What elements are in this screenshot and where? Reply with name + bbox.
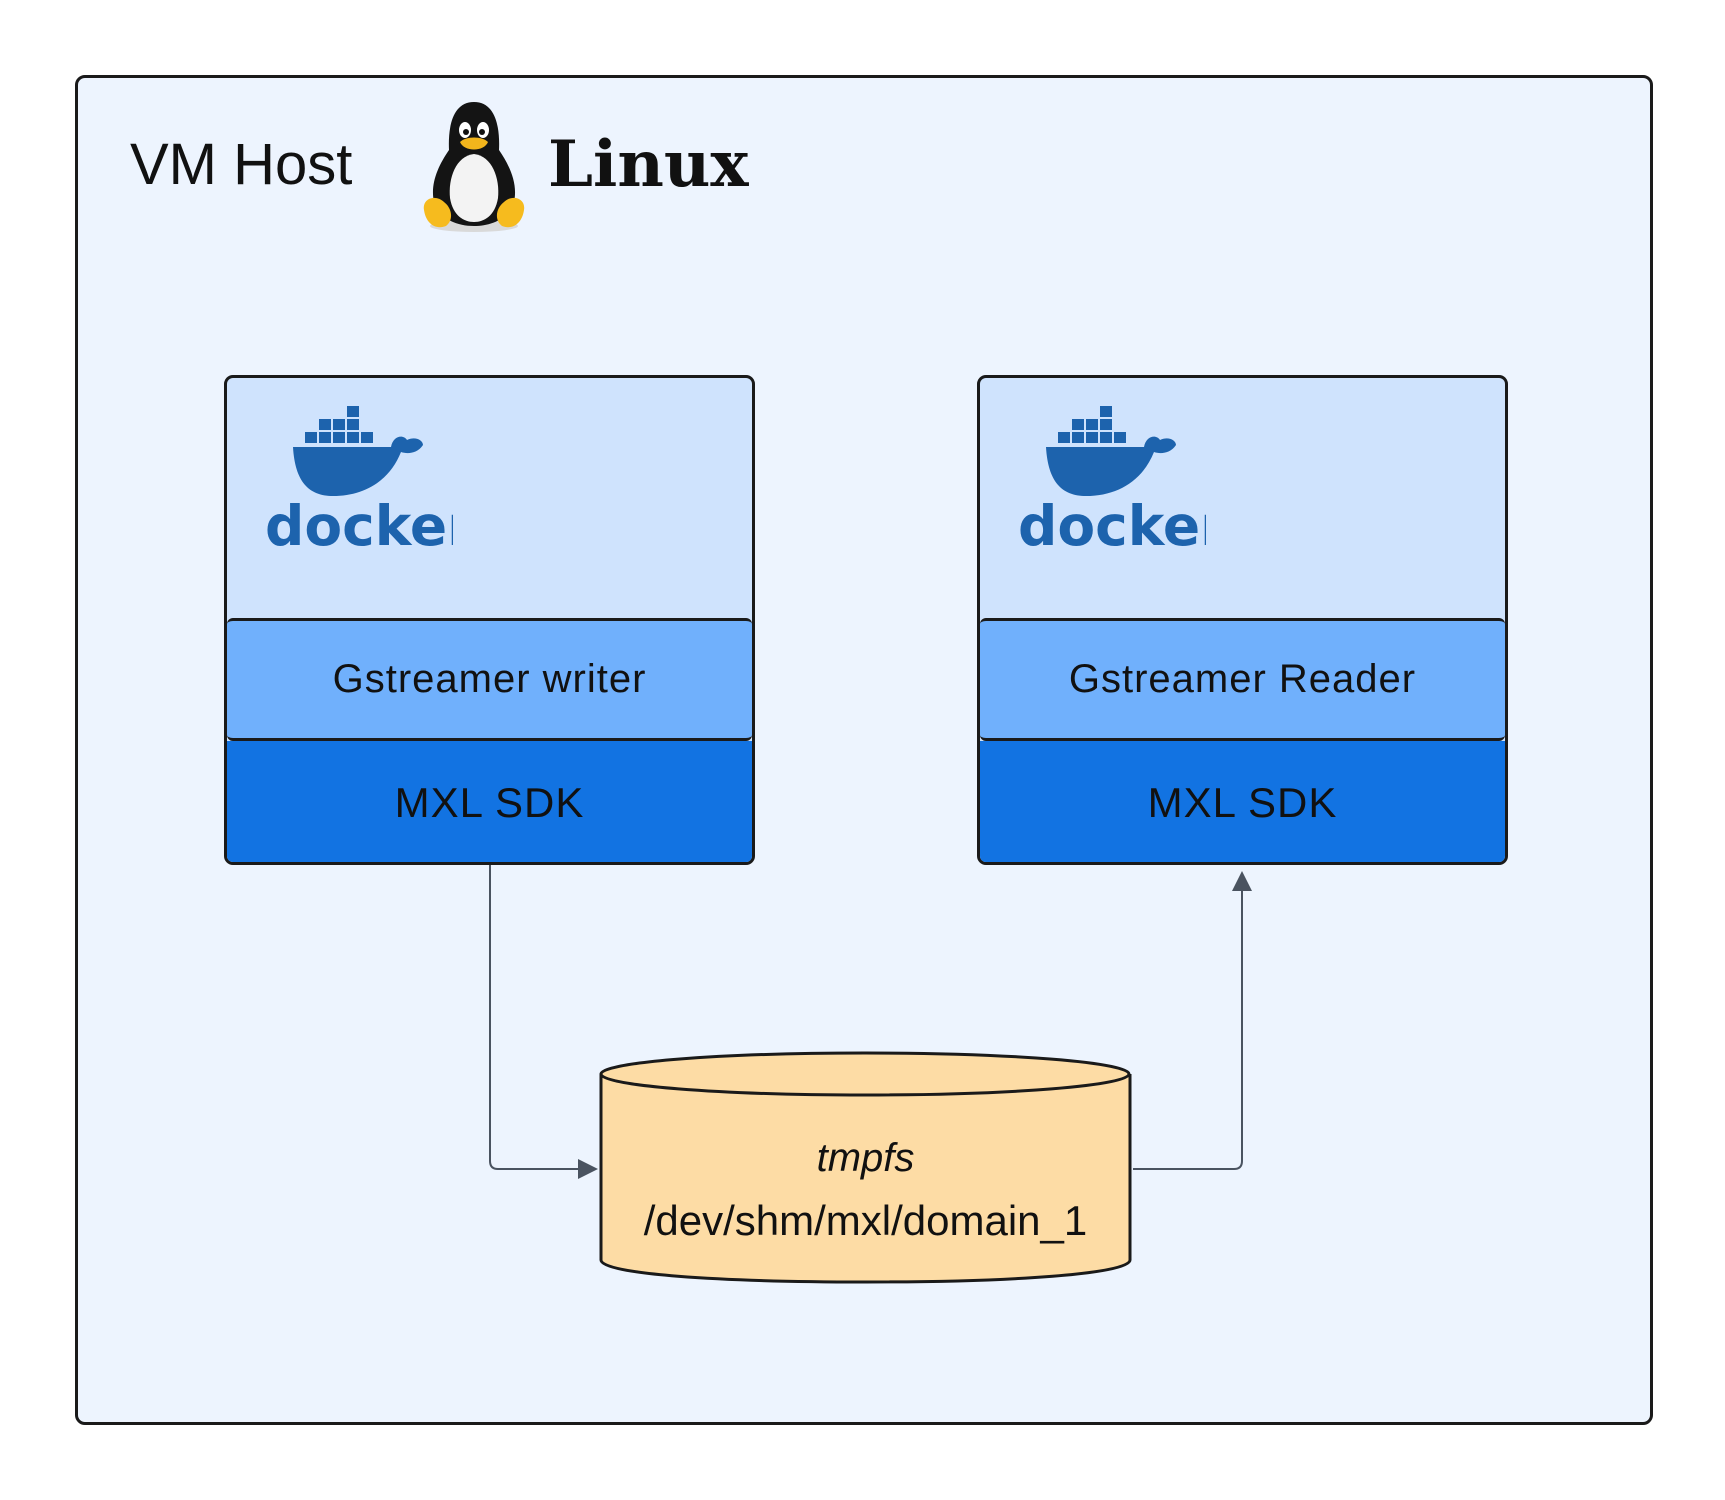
docker-wordmark: docker xyxy=(1018,494,1206,555)
gstreamer-writer-layer: Gstreamer writer xyxy=(227,618,752,741)
reader-docker-container: docker Gstreamer Reader MXL SDK xyxy=(977,375,1508,865)
linux-label: Linux xyxy=(548,127,749,202)
docker-logo-icon: docker xyxy=(265,406,453,555)
reader-mxl-sdk-layer: MXL SDK xyxy=(980,741,1505,862)
tmpfs-to-reader-connector xyxy=(1133,871,1252,1170)
storage-path-label: /dev/shm/mxl/domain_1 xyxy=(643,1197,1088,1244)
gstreamer-reader-layer: Gstreamer Reader xyxy=(980,618,1505,741)
tux-penguin-icon xyxy=(423,102,525,232)
docker-logo-icon: docker xyxy=(1018,406,1206,555)
docker-wordmark: docker xyxy=(265,494,453,555)
writer-docker-container: docker Gstreamer writer MXL SDK xyxy=(224,375,755,865)
vm-host-label: VM Host xyxy=(130,132,353,197)
writer-to-tmpfs-connector xyxy=(489,865,598,1179)
storage-type-label: tmpfs xyxy=(816,1136,915,1180)
tmpfs-storage-cylinder xyxy=(599,1051,1132,1284)
writer-mxl-sdk-layer: MXL SDK xyxy=(227,741,752,862)
